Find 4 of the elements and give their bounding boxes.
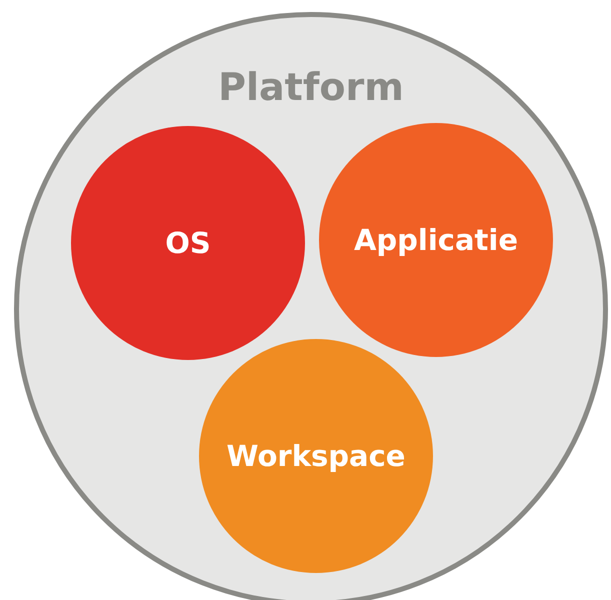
circle-label: OS [165,226,211,260]
circle-label: Applicatie [354,223,518,257]
heading: Platform [218,65,404,109]
circle-label: Workspace [226,439,406,473]
